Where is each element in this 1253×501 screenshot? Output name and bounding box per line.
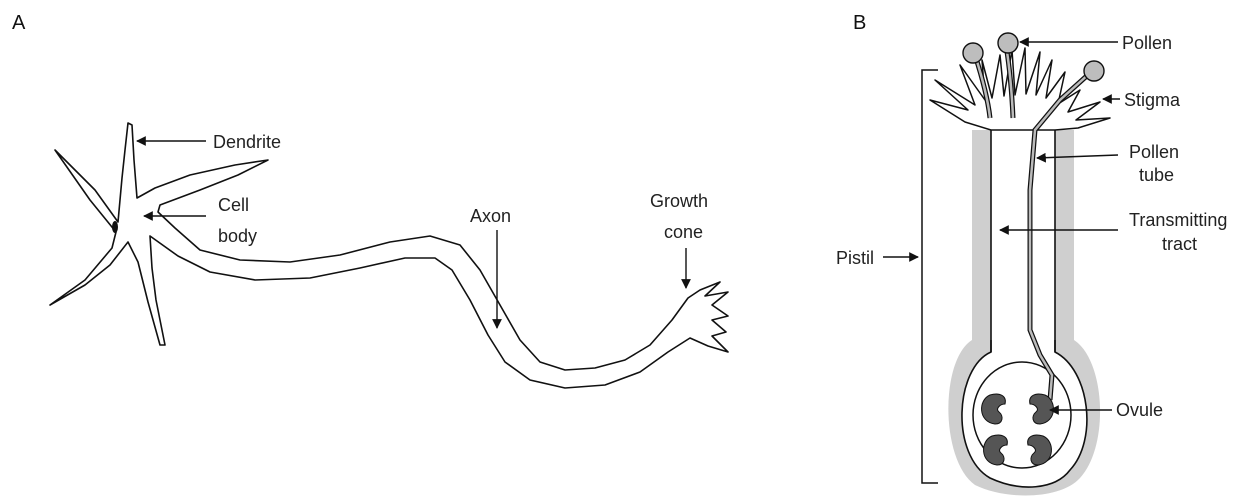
pistil-label: Pistil bbox=[836, 248, 874, 268]
transmitting-tract-label-line2: tract bbox=[1162, 234, 1197, 254]
transmitting-tract-label-line1: Transmitting bbox=[1129, 210, 1227, 230]
pollen-label: Pollen bbox=[1122, 33, 1172, 53]
cell-body-label-line2: body bbox=[218, 226, 257, 246]
dendrite-label: Dendrite bbox=[213, 132, 281, 152]
pistil-bracket bbox=[922, 70, 938, 483]
stigma-label: Stigma bbox=[1124, 90, 1181, 110]
style-inner bbox=[991, 130, 1055, 358]
pollen-grain-mid bbox=[998, 33, 1018, 53]
growth-cone-label-line1: Growth bbox=[650, 191, 708, 211]
pistil-diagram bbox=[930, 33, 1110, 495]
ovule-label: Ovule bbox=[1116, 400, 1163, 420]
pollen-grain-right bbox=[1084, 61, 1104, 81]
cell-nucleus bbox=[112, 221, 118, 233]
axon-label: Axon bbox=[470, 206, 511, 226]
neuron-outline bbox=[50, 123, 728, 388]
pollen-grain-left bbox=[963, 43, 983, 63]
pollen-tube-label-line2: tube bbox=[1139, 165, 1174, 185]
stigma bbox=[930, 48, 1110, 130]
neuron-diagram bbox=[50, 123, 728, 388]
growth-cone-label-line2: cone bbox=[664, 222, 703, 242]
pollen-tube-label-line1: Pollen bbox=[1129, 142, 1179, 162]
cell-body-label-line1: Cell bbox=[218, 195, 249, 215]
